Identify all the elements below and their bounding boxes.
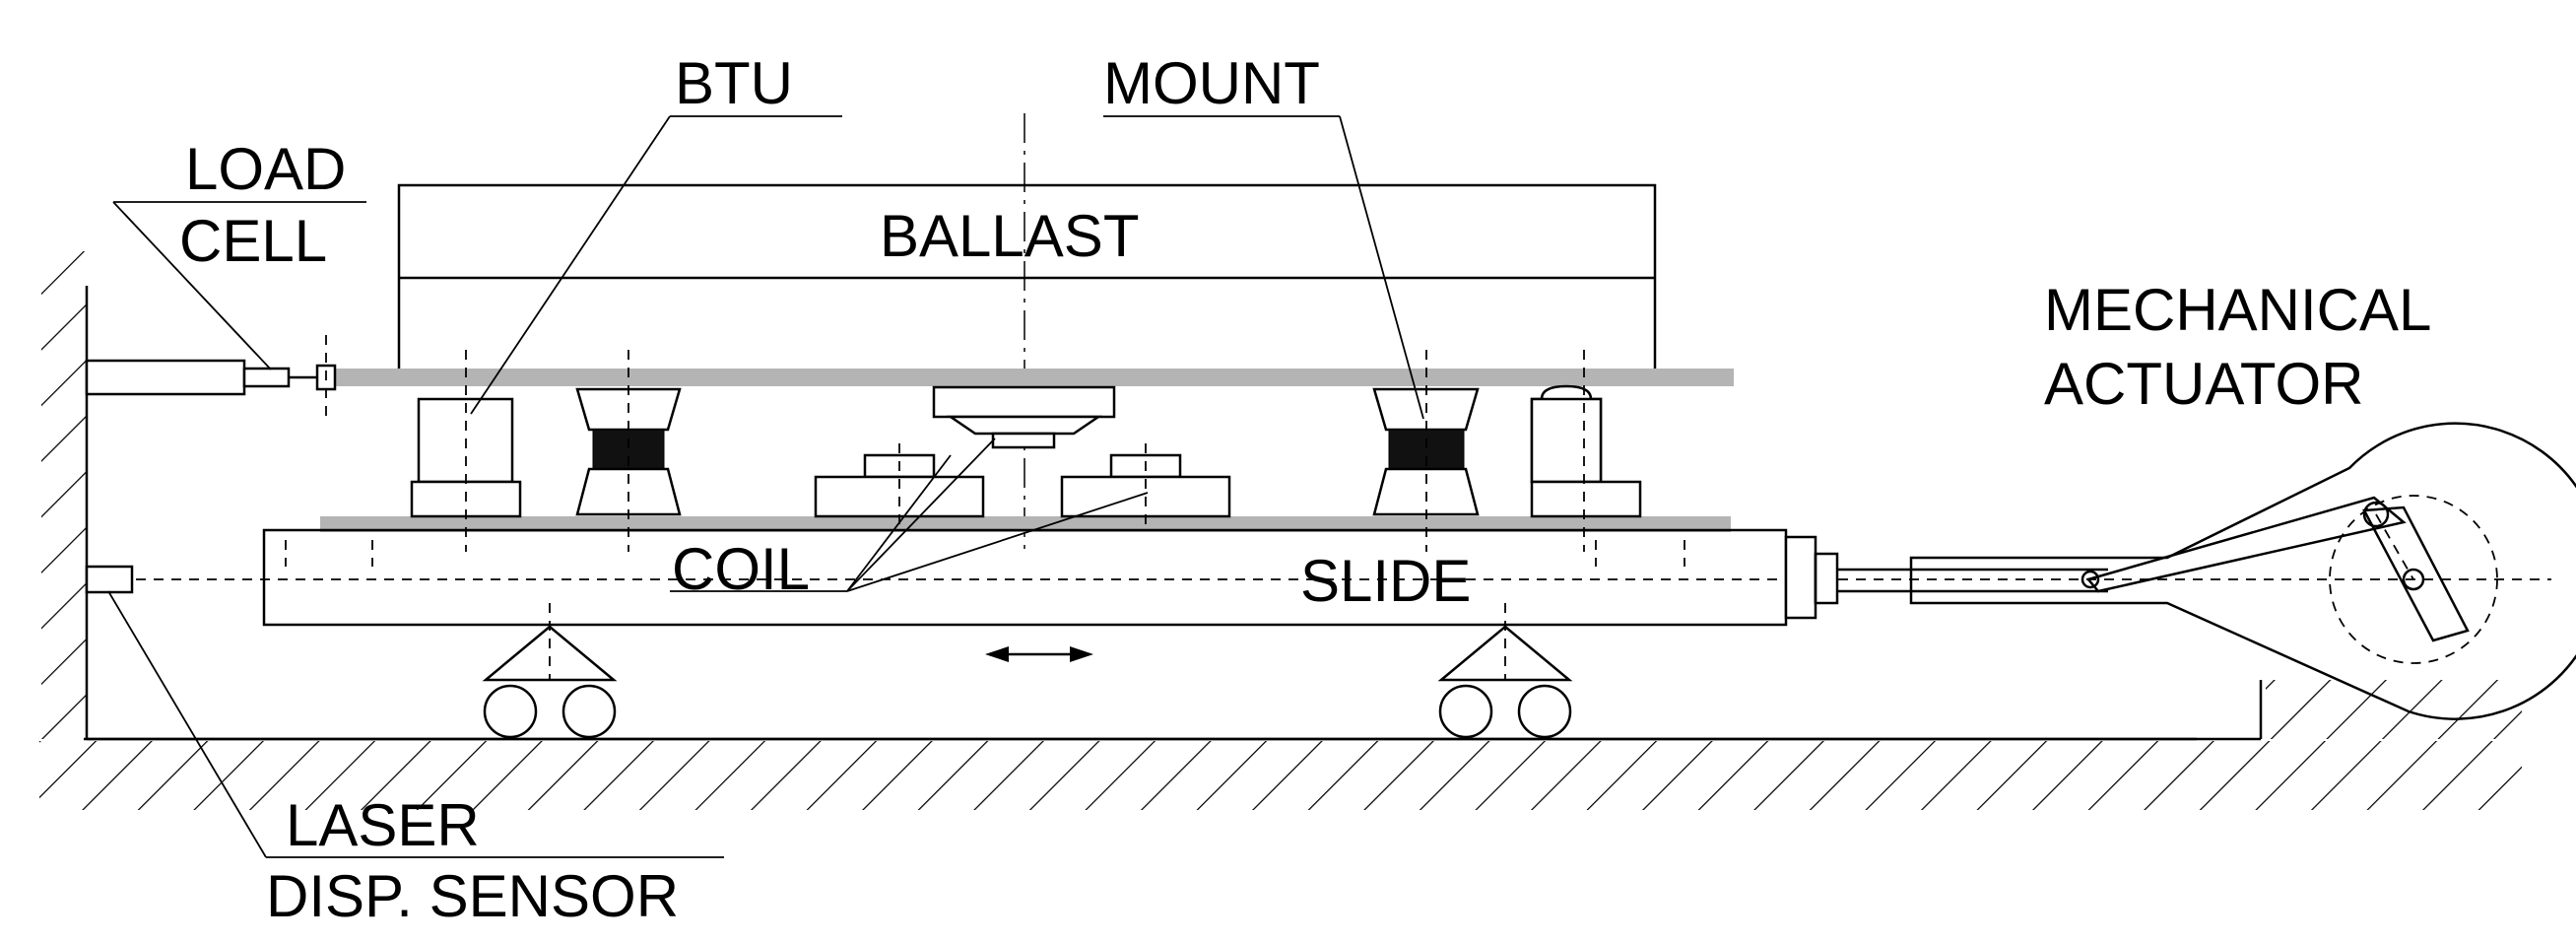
left-wall <box>41 251 89 739</box>
btu-right <box>1530 350 1642 552</box>
labels: BTU MOUNT LOAD CELL BALLAST MECHANICAL A… <box>179 50 2431 929</box>
label-btu: BTU <box>675 50 793 116</box>
actuator-ground-hatching <box>2266 680 2522 739</box>
label-load-line1: LOAD <box>185 136 346 202</box>
load-cell <box>85 335 337 424</box>
laser-sensor <box>85 565 134 594</box>
label-load-line2: CELL <box>179 208 327 274</box>
mount-right <box>1372 350 1480 552</box>
label-disp-sensor: DISP. SENSOR <box>266 863 679 929</box>
lower-plate <box>320 516 1731 532</box>
label-coil: COIL <box>672 536 810 602</box>
label-actuator: ACTUATOR <box>2044 351 2363 417</box>
label-slide: SLIDE <box>1300 548 1471 614</box>
coil-right <box>1060 443 1231 527</box>
motion-arrow <box>985 646 1093 662</box>
label-mount: MOUNT <box>1103 50 1320 116</box>
slide-coupling <box>1784 535 1839 620</box>
magnet-center <box>932 385 1116 449</box>
label-laser: LASER <box>286 792 480 858</box>
mechanical-actuator <box>1837 422 2576 720</box>
wheel-carriage-left <box>482 603 618 739</box>
slide-body <box>262 528 1788 627</box>
base-frame <box>87 680 2263 741</box>
label-mechanical: MECHANICAL <box>2044 277 2431 343</box>
leader-lines <box>107 115 1424 858</box>
label-ballast: BALLAST <box>880 203 1139 269</box>
ground-hatching <box>39 737 2522 810</box>
btu-left <box>410 350 522 552</box>
coil-left <box>814 443 985 527</box>
upper-plate <box>333 369 1734 386</box>
wheel-carriage-right <box>1437 603 1573 739</box>
mount-left <box>575 350 682 552</box>
